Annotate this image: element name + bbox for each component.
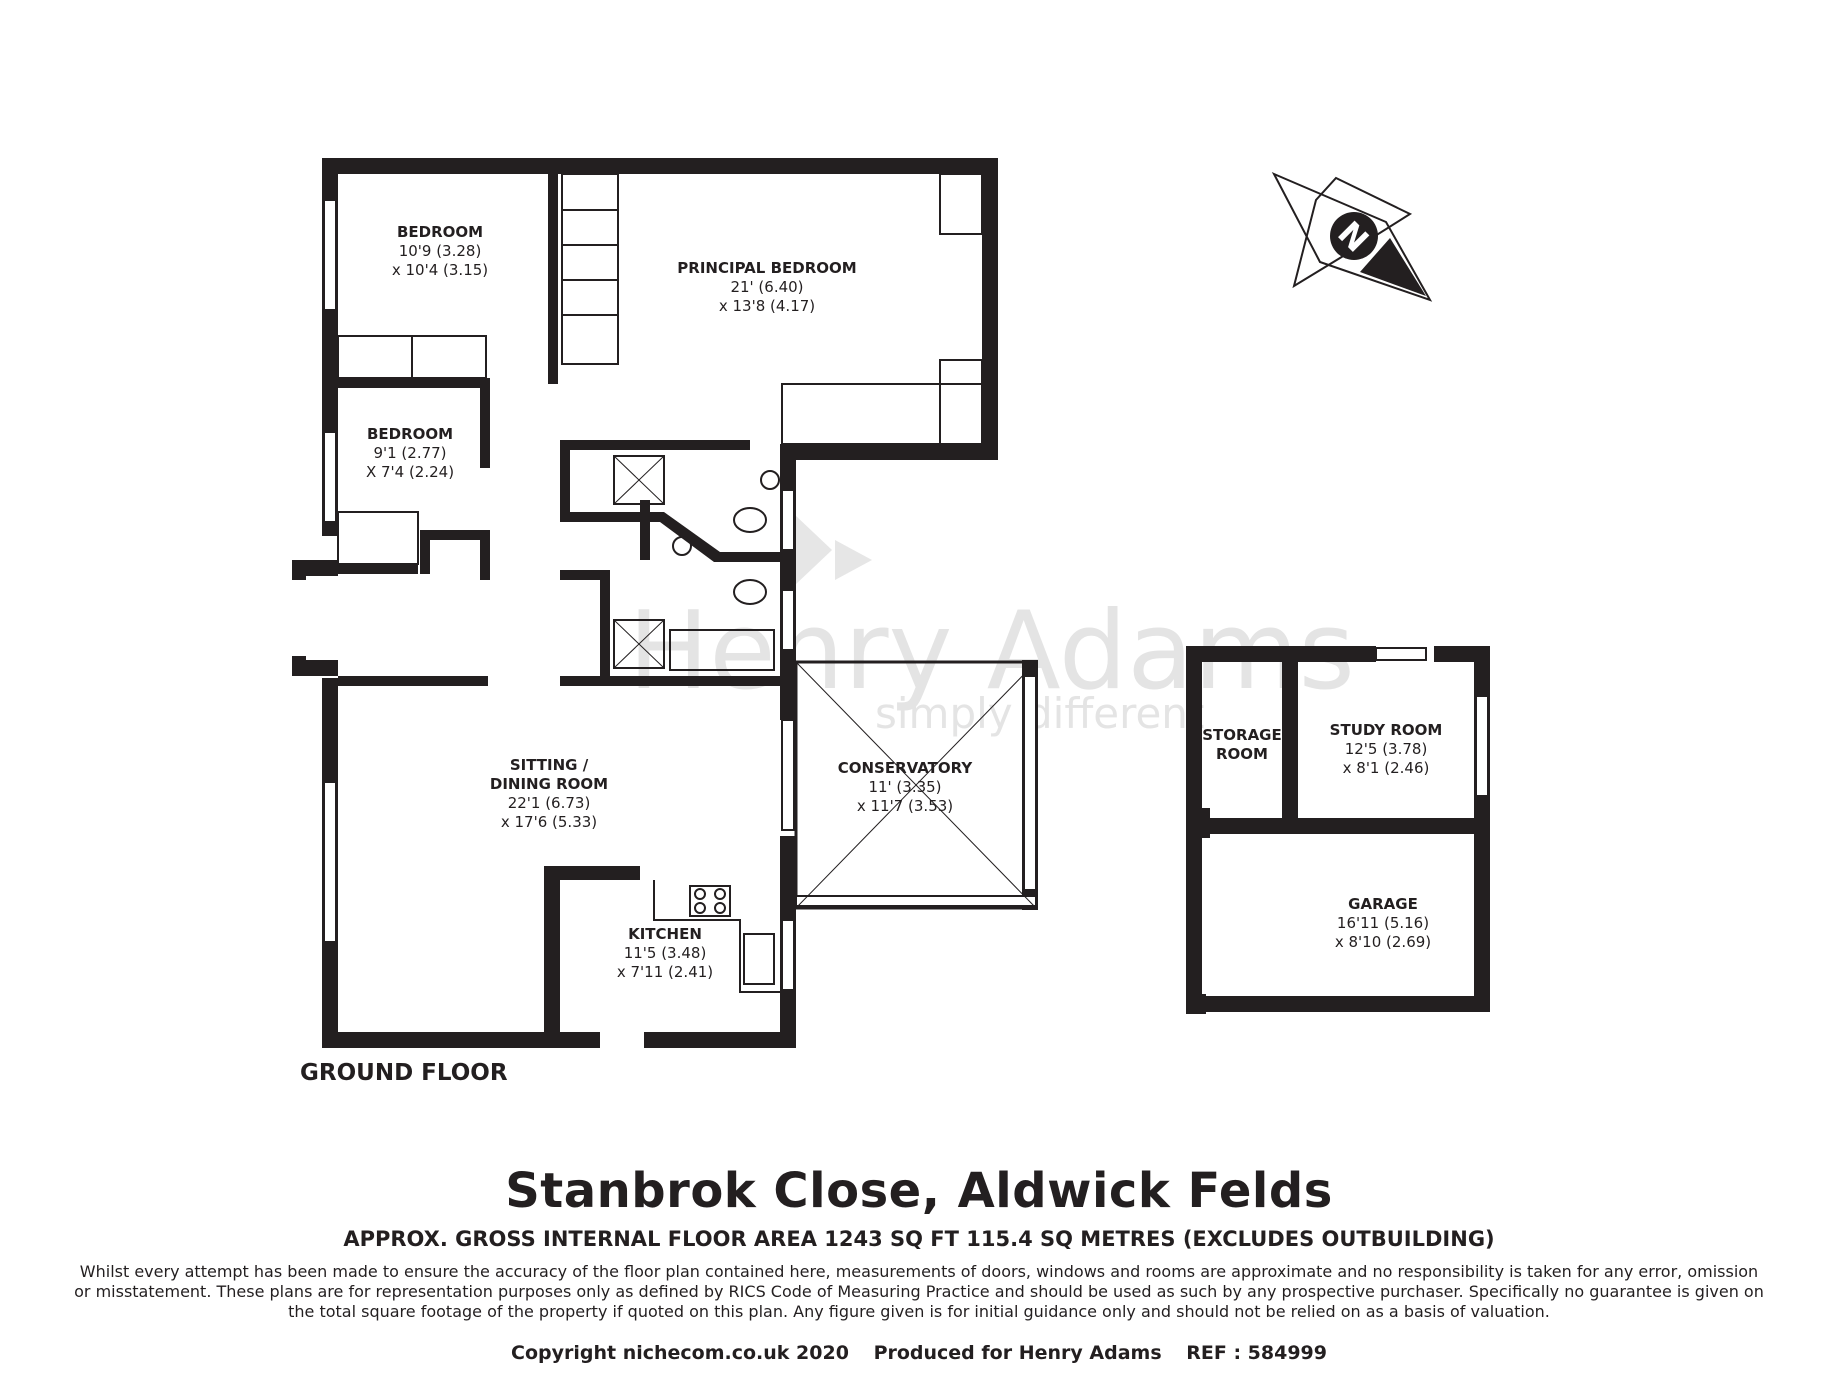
reference-text: REF : 584999 [1186,1342,1327,1364]
compass-icon [1271,171,1433,302]
sitting-room-name1: SITTING / [510,756,589,774]
bedroom1-name: BEDROOM [397,223,483,241]
watermark-tagline: simply different [875,689,1204,738]
conservatory-structure [794,660,1038,910]
conservatory-name: CONSERVATORY [838,759,974,777]
conservatory-dim2: x 11'7 (3.53) [857,797,953,815]
watermark: Henry Adams simply different [628,515,1355,738]
watermark-logo-arrows [795,515,872,585]
floor-area-summary: APPROX. GROSS INTERNAL FLOOR AREA 1243 S… [343,1227,1495,1251]
copyright-text: Copyright nichecom.co.uk 2020 [511,1342,849,1364]
produced-for-text: Produced for Henry Adams [873,1342,1162,1364]
garage-dim1: 16'11 (5.16) [1337,914,1429,932]
disclaimer-text: Whilst every attempt has been made to en… [74,1262,1764,1321]
property-title: Stanbrok Close, Aldwick Felds [505,1163,1333,1219]
windows-main [323,199,795,991]
storage-room-name2: ROOM [1216,745,1268,763]
bedroom2-dim1: 9'1 (2.77) [373,444,446,462]
windows-outbuilding [1375,647,1489,797]
study-room-name: STUDY ROOM [1330,721,1443,739]
study-room-dim1: 12'5 (3.78) [1345,740,1428,758]
credits-line: Copyright nichecom.co.uk 2020 Produced f… [0,1342,1838,1364]
bedroom2-name: BEDROOM [367,425,453,443]
kitchen-name: KITCHEN [628,925,702,943]
floor-label: GROUND FLOOR [300,1060,508,1086]
kitchen-units [653,880,780,993]
bedroom2-dim2: X 7'4 (2.24) [366,463,454,481]
storage-room-name1: STORAGE [1202,726,1282,744]
bedroom1-dim2: x 10'4 (3.15) [392,261,488,279]
sitting-room-name2: DINING ROOM [490,775,608,793]
wardrobes [337,173,983,565]
garage-dim2: x 8'10 (2.69) [1335,933,1431,951]
principal-bedroom-dim2: x 13'8 (4.17) [719,297,815,315]
bedroom1-dim1: 10'9 (3.28) [399,242,482,260]
conservatory-dim1: 11' (3.35) [868,778,941,796]
kitchen-dim1: 11'5 (3.48) [624,944,707,962]
principal-bedroom-name: PRINCIPAL BEDROOM [677,259,856,277]
study-room-dim2: x 8'1 (2.46) [1343,759,1430,777]
sitting-room-dim2: x 17'6 (5.33) [501,813,597,831]
principal-bedroom-dim1: 21' (6.40) [730,278,803,296]
bathroom-fixtures [613,455,780,671]
room-labels: BEDROOM 10'9 (3.28) x 10'4 (3.15) PRINCI… [366,223,1442,981]
garage-name: GARAGE [1348,895,1418,913]
kitchen-dim2: x 7'11 (2.41) [617,963,713,981]
sitting-room-dim1: 22'1 (6.73) [508,794,591,812]
